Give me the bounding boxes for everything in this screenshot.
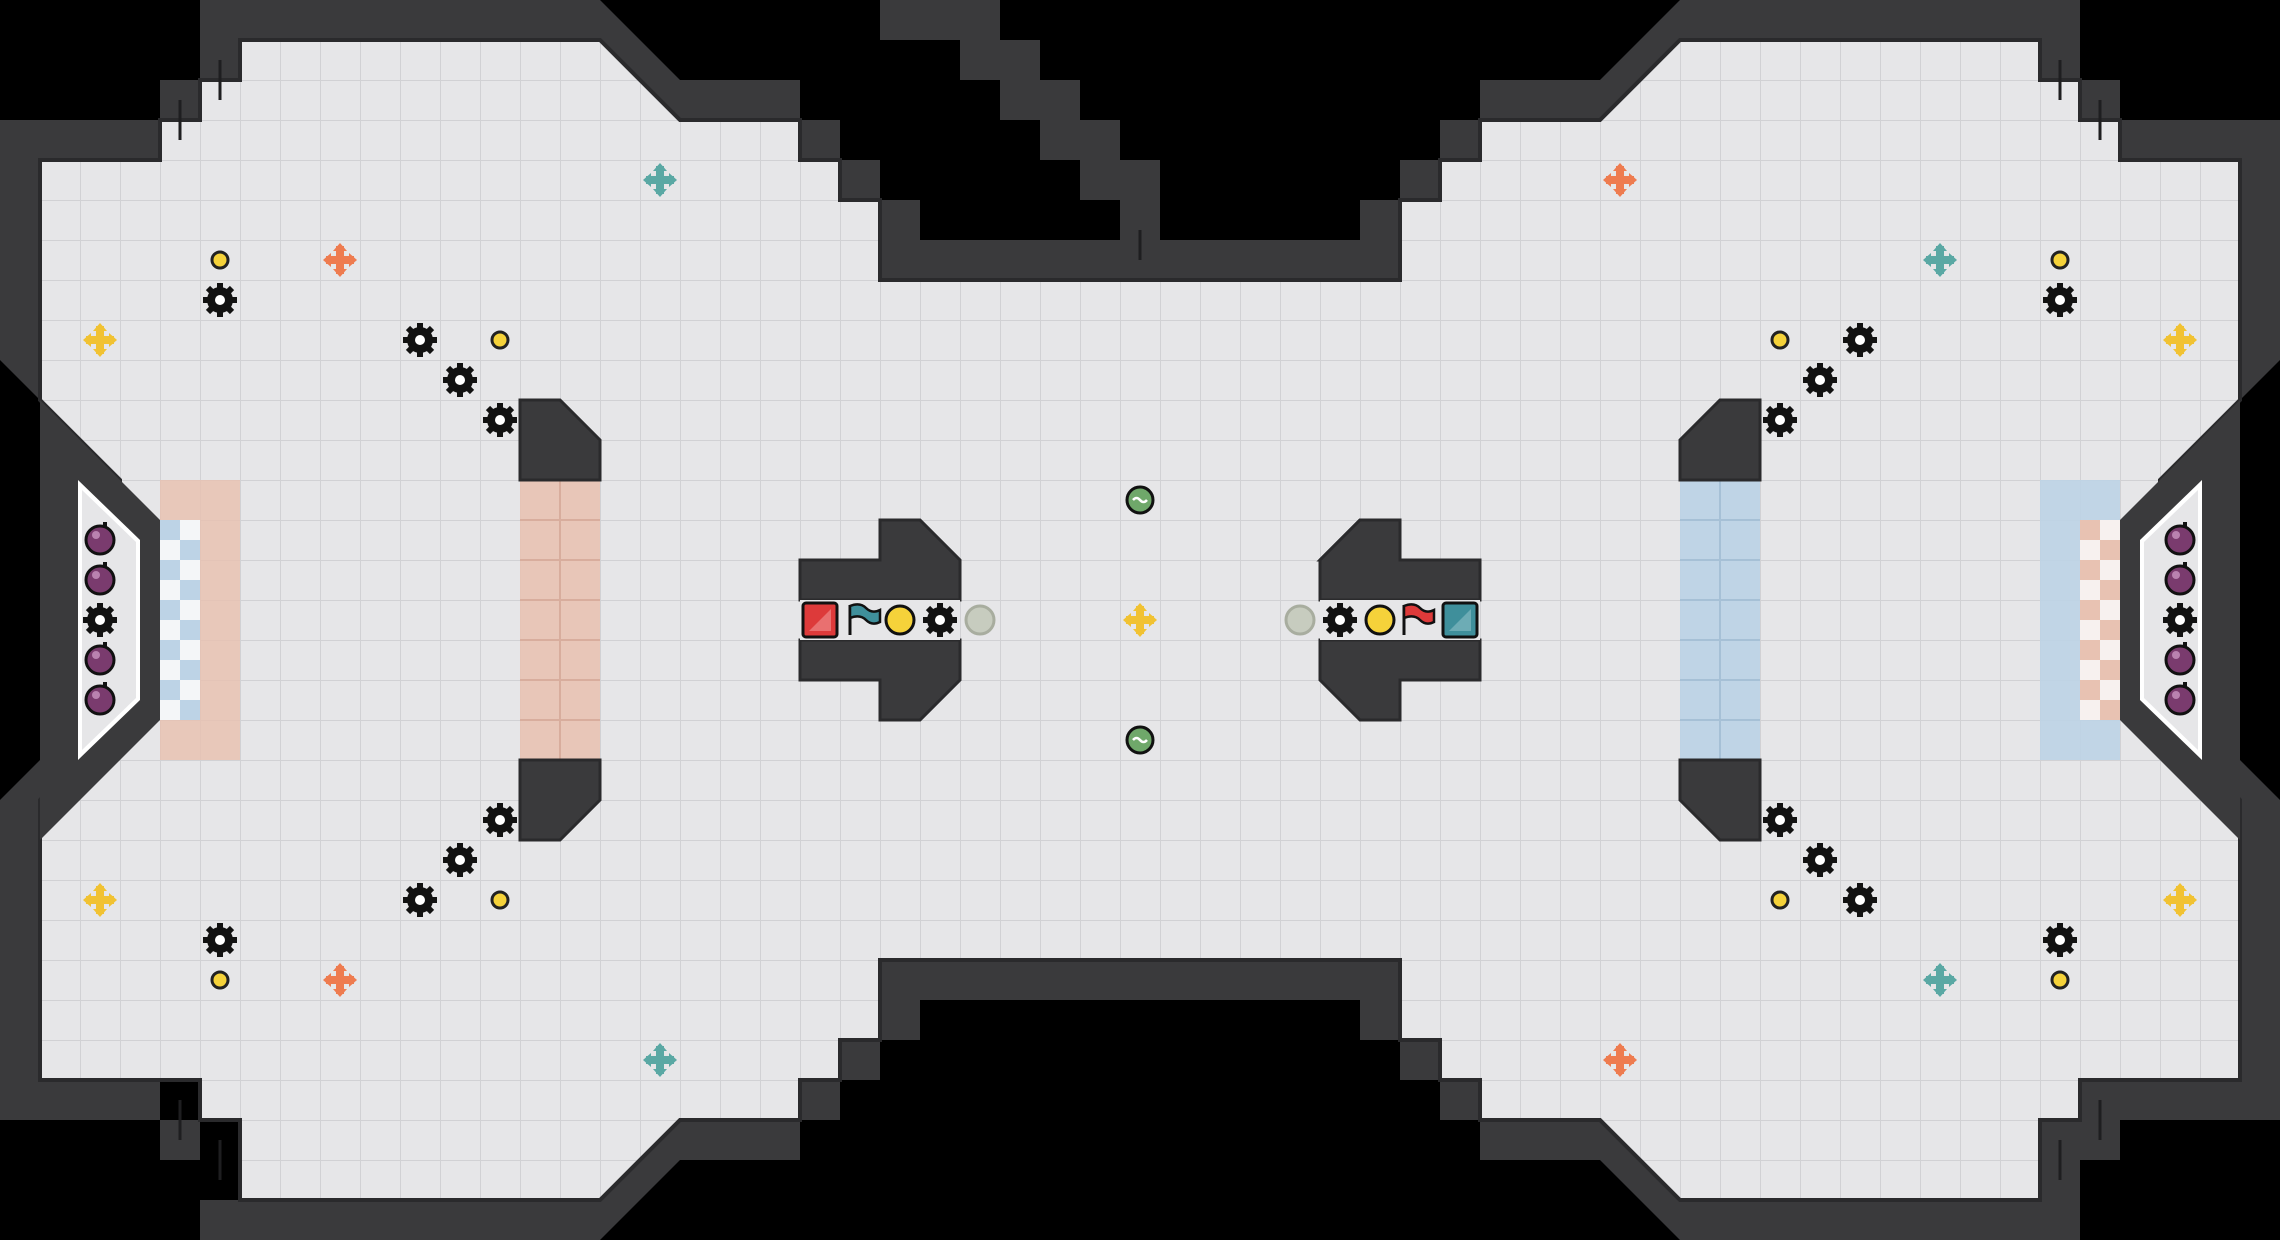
neutral-token-left[interactable]	[964, 604, 996, 636]
spike-icon	[1323, 603, 1357, 637]
blue-flag[interactable]	[848, 603, 882, 635]
spike-icon	[2043, 923, 2077, 957]
red-team-tile	[801, 601, 839, 639]
spike-icon	[1763, 403, 1797, 437]
gate-switch-icon[interactable]	[1125, 725, 1155, 755]
blue-team-tile	[1441, 601, 1479, 639]
center-structures	[798, 518, 1482, 722]
spike-icon	[403, 323, 437, 357]
spike-icon	[203, 923, 237, 957]
spike-icon	[2043, 283, 2077, 317]
button-icon	[490, 890, 510, 910]
blue-base-button[interactable]	[1364, 604, 1396, 636]
spike-icon	[2163, 603, 2197, 637]
spike-icon	[483, 403, 517, 437]
spike-icon	[403, 883, 437, 917]
spike-icon	[1803, 363, 1837, 397]
spike-icon	[923, 603, 957, 637]
spike-icon	[83, 603, 117, 637]
button-icon	[210, 250, 230, 270]
red-team-zone-left	[160, 480, 240, 760]
spike-icon	[443, 363, 477, 397]
spike-icon	[1843, 883, 1877, 917]
button-icon	[2050, 250, 2070, 270]
spike-icon	[483, 803, 517, 837]
neutral-token-right[interactable]	[1284, 604, 1316, 636]
spike-icon	[1803, 843, 1837, 877]
button-icon	[1770, 890, 1790, 910]
button-icon	[210, 970, 230, 990]
spike-icon	[1843, 323, 1877, 357]
red-base-button[interactable]	[884, 604, 916, 636]
spike-icon	[443, 843, 477, 877]
button-icon	[1770, 330, 1790, 350]
button-icon	[490, 330, 510, 350]
spike-icon	[203, 283, 237, 317]
blue-team-zone-right	[2040, 480, 2120, 760]
spike-icon	[1763, 803, 1797, 837]
wall-seams	[178, 60, 2102, 1180]
red-flag[interactable]	[1402, 603, 1436, 635]
red-team-gate	[520, 480, 600, 760]
button-icon	[2050, 970, 2070, 990]
gate-switch-icon[interactable]	[1125, 485, 1155, 515]
blue-team-gate	[1680, 480, 1760, 760]
gate-walls	[518, 398, 1762, 842]
